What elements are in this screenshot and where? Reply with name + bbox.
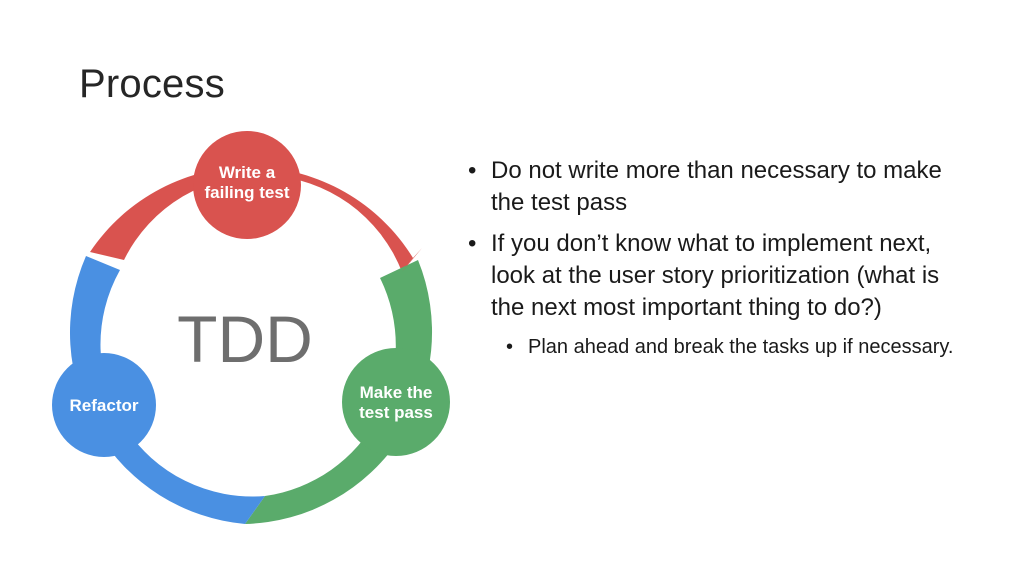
- bullet-marker: •: [468, 157, 477, 184]
- bullet-marker: •: [468, 230, 477, 257]
- ring-segment-write-failing-test: [90, 166, 413, 272]
- arrow-tip-red: [402, 248, 422, 272]
- diagram-center-label: TDD: [177, 302, 313, 376]
- tdd-cycle-diagram: TDD Write a failing test Make the test p…: [52, 131, 450, 524]
- bullet-text: Do not write more than necessary to make…: [491, 157, 942, 216]
- step-circle-make-test-pass: [342, 348, 450, 456]
- step-label-write-line2: failing test: [204, 183, 289, 202]
- ring-segment-refactor: [69, 256, 265, 524]
- bullet-item: • Do not write more than necessary to ma…: [468, 155, 968, 219]
- bullet-item: • If you don’t know what to implement ne…: [468, 228, 968, 324]
- step-label-make-line2: test pass: [359, 403, 433, 422]
- bullet-text: If you don’t know what to implement next…: [491, 230, 940, 321]
- step-label-write-line1: Write a: [219, 163, 276, 182]
- bullet-list: • Do not write more than necessary to ma…: [468, 155, 968, 361]
- step-circle-write-failing-test: [193, 131, 301, 239]
- slide-title: Process: [79, 62, 225, 106]
- step-label-make-line1: Make the: [360, 383, 433, 402]
- sub-bullet-item: • Plan ahead and break the tasks up if n…: [468, 333, 968, 361]
- step-circle-refactor: [52, 353, 156, 457]
- step-label-refactor: Refactor: [70, 396, 139, 415]
- sub-bullet-text: Plan ahead and break the tasks up if nec…: [528, 336, 954, 358]
- sub-bullet-marker: •: [506, 336, 514, 358]
